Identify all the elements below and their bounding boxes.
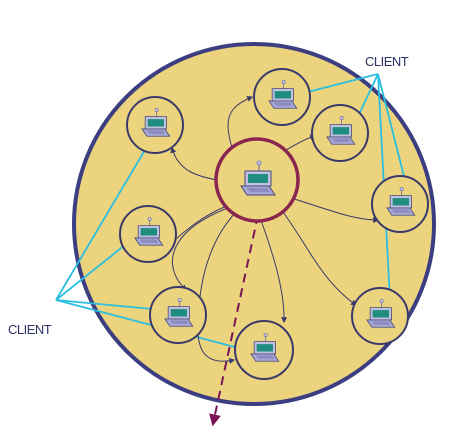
client-node — [351, 287, 409, 345]
client-node — [371, 175, 429, 233]
client-label-left: CLIENT — [8, 322, 52, 337]
client-node — [149, 286, 207, 344]
client-label-top: CLIENT — [365, 54, 409, 69]
client-node — [126, 96, 184, 154]
client-node — [234, 320, 294, 380]
outbound-connection-arrow — [209, 214, 259, 427]
server-node — [214, 137, 300, 223]
client-node — [311, 104, 369, 162]
client-node — [253, 68, 311, 126]
client-node — [119, 205, 177, 263]
